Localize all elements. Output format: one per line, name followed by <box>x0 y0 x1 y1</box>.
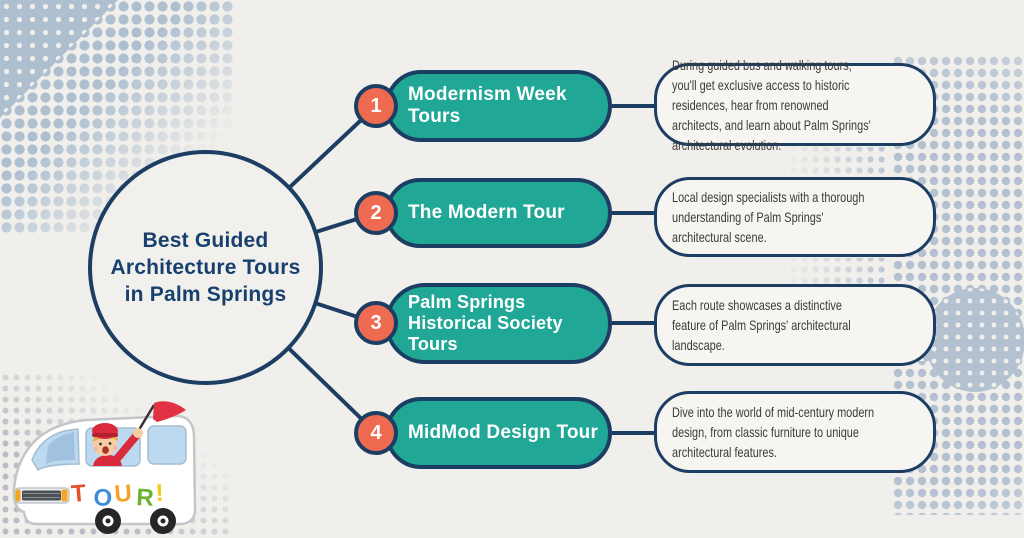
pill-label-line: Modernism Week <box>408 84 567 105</box>
description-text: Dive into the world of mid-century moder… <box>672 404 875 460</box>
cap-band <box>92 433 118 437</box>
bus-wheels <box>95 508 176 534</box>
halftone-bottom-left <box>0 372 230 538</box>
guide-hair <box>93 430 118 442</box>
bus-body <box>12 414 197 526</box>
description-card-3: Each route showcases a distinctive featu… <box>654 284 936 366</box>
tour-pill-modernism-week: Modernism Week Tours <box>385 70 612 142</box>
bus-window-driver <box>85 427 141 467</box>
flag-pole <box>126 404 156 449</box>
tour-guide <box>92 423 143 466</box>
pill-label-line: The Modern Tour <box>408 202 565 223</box>
badge-number: 1 <box>370 94 382 117</box>
guide-cap <box>92 423 118 439</box>
description-card-2: Local design specialists with a thorough… <box>654 177 936 257</box>
pill-label-line: Palm Springs <box>408 292 526 312</box>
tour-bus-illustration: T O U R ! <box>12 401 197 534</box>
guide-body <box>93 455 122 466</box>
guide-face <box>93 432 117 456</box>
pill-label-line: Tours <box>408 106 461 127</box>
guide-eye <box>108 442 112 445</box>
badge-number: 4 <box>370 421 382 444</box>
description-text: Each route showcases a distinctive featu… <box>672 297 851 353</box>
tour-pill-historical-society: Palm Springs Historical Society Tours <box>385 283 612 364</box>
tour-pill-midmod-design: MidMod Design Tour <box>385 397 612 469</box>
pill-label-line: Tours <box>408 334 458 354</box>
tour-lettering: T O U R ! <box>70 480 164 513</box>
red-flag <box>153 401 186 422</box>
tour-pill-modern-tour: The Modern Tour <box>385 178 612 248</box>
tour-letter: O <box>93 484 114 512</box>
pill-label-line: Historical Society <box>408 313 563 333</box>
description-text: Local design specialists with a thorough… <box>672 189 865 245</box>
badge-number: 3 <box>370 311 382 334</box>
tour-letter: U <box>114 480 133 508</box>
bus-grille <box>14 487 70 504</box>
central-title-line: Architecture Tours <box>110 256 301 279</box>
central-title-line: in Palm Springs <box>124 283 287 306</box>
central-topic-circle: Best Guided Architecture Tours in Palm S… <box>88 150 323 385</box>
guide-blush <box>94 447 98 451</box>
number-badge-3: 3 <box>354 301 398 345</box>
bus-window-rear <box>147 425 187 465</box>
pill-label-line: MidMod Design Tour <box>408 422 599 443</box>
guide-blush <box>113 446 117 450</box>
description-card-1: During guided bus and walking tours, you… <box>654 57 936 153</box>
number-badge-2: 2 <box>354 191 398 235</box>
windshield-shade <box>46 432 75 464</box>
guide-mouth <box>102 446 109 454</box>
number-badge-1: 1 <box>354 84 398 128</box>
description-text: During guided bus and walking tours, you… <box>672 56 871 153</box>
guide-eye <box>99 442 102 446</box>
badge-number: 2 <box>370 201 382 224</box>
guide-hand <box>133 428 143 438</box>
description-card-4: Dive into the world of mid-century moder… <box>654 391 936 473</box>
central-title-line: Best Guided <box>142 229 269 252</box>
guide-arm <box>112 432 140 464</box>
bus-windshield <box>31 428 80 472</box>
tour-letter: T <box>70 480 87 508</box>
number-badge-4: 4 <box>354 411 398 455</box>
tour-letter: R <box>136 484 155 512</box>
tour-letter: ! <box>155 480 164 507</box>
